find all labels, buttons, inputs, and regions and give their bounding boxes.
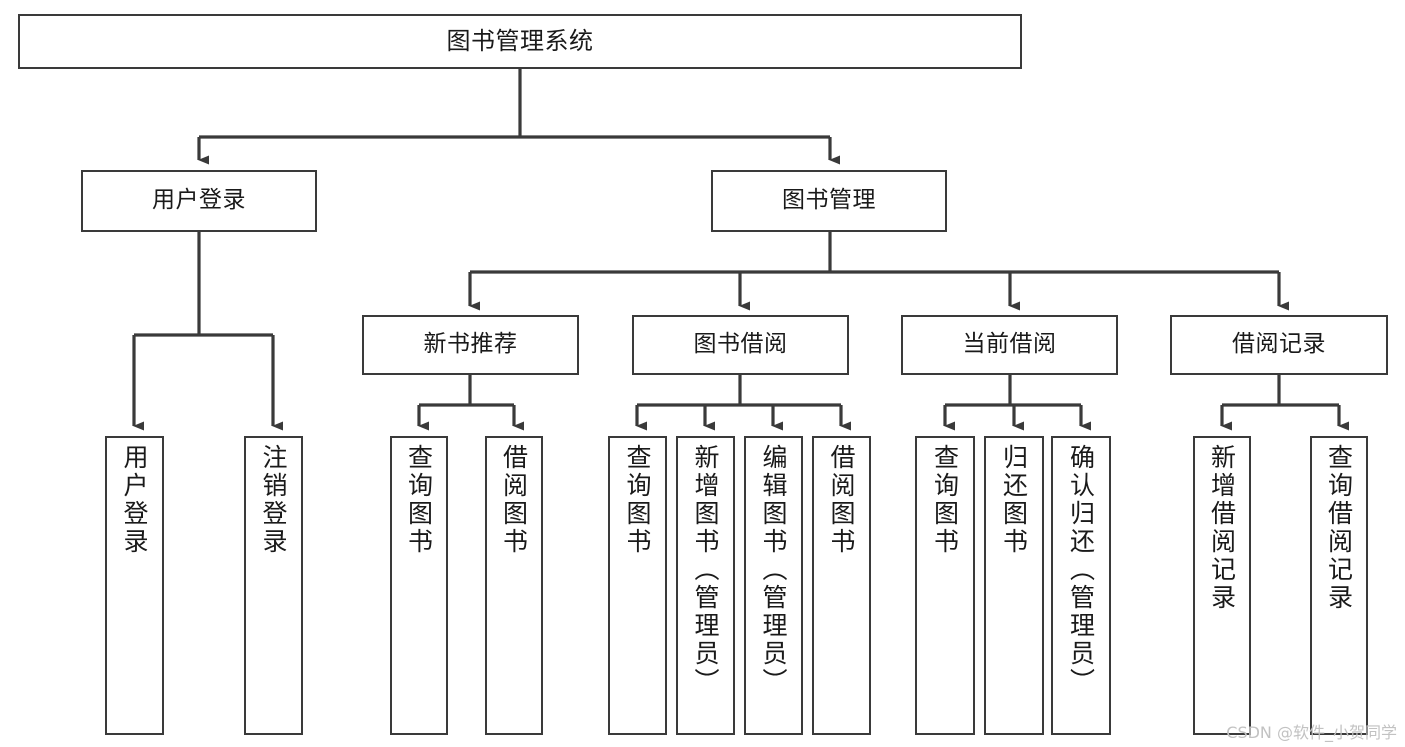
node-label: 确认归还（管理员） bbox=[1066, 444, 1096, 696]
node-label: 用户登录 bbox=[152, 187, 246, 214]
node-user-login[interactable]: 用户登录 bbox=[81, 170, 317, 232]
node-leaf-query-book-3[interactable]: 查询图书 bbox=[915, 436, 975, 735]
csdn-watermark: CSDN @软件_小贺同学 bbox=[1226, 723, 1397, 742]
node-leaf-query-record[interactable]: 查询借阅记录 bbox=[1310, 436, 1368, 735]
node-root-system[interactable]: 图书管理系统 bbox=[18, 14, 1022, 69]
node-label: 归还图书 bbox=[999, 444, 1029, 556]
node-leaf-return-book[interactable]: 归还图书 bbox=[984, 436, 1044, 735]
node-label: 用户登录 bbox=[120, 444, 149, 556]
node-label: 借阅图书 bbox=[827, 444, 856, 556]
node-borrow-record[interactable]: 借阅记录 bbox=[1170, 315, 1388, 375]
node-current-borrow[interactable]: 当前借阅 bbox=[901, 315, 1118, 375]
node-label: 借阅图书 bbox=[499, 444, 529, 556]
node-label: 查询图书 bbox=[930, 444, 960, 556]
node-label: 新增借阅记录 bbox=[1207, 444, 1237, 612]
node-label: 图书管理系统 bbox=[446, 27, 594, 56]
node-label: 当前借阅 bbox=[962, 331, 1057, 358]
node-label: 查询借阅记录 bbox=[1324, 444, 1354, 612]
node-leaf-logout[interactable]: 注销登录 bbox=[244, 436, 303, 735]
node-label: 查询图书 bbox=[623, 444, 652, 556]
node-label: 注销登录 bbox=[259, 444, 288, 556]
node-label: 新书推荐 bbox=[423, 331, 518, 358]
node-new-book-recommend[interactable]: 新书推荐 bbox=[362, 315, 579, 375]
node-leaf-add-record[interactable]: 新增借阅记录 bbox=[1193, 436, 1251, 735]
node-book-manage[interactable]: 图书管理 bbox=[711, 170, 947, 232]
node-leaf-borrow-book-1[interactable]: 借阅图书 bbox=[485, 436, 543, 735]
node-leaf-add-book[interactable]: 新增图书（管理员） bbox=[676, 436, 735, 735]
node-leaf-query-book-2[interactable]: 查询图书 bbox=[608, 436, 667, 735]
node-leaf-confirm-return[interactable]: 确认归还（管理员） bbox=[1051, 436, 1111, 735]
node-book-borrow[interactable]: 图书借阅 bbox=[632, 315, 849, 375]
node-leaf-user-login[interactable]: 用户登录 bbox=[105, 436, 164, 735]
node-label: 查询图书 bbox=[404, 444, 434, 556]
node-label: 图书借阅 bbox=[693, 331, 788, 358]
node-label: 新增图书（管理员） bbox=[691, 444, 720, 696]
node-leaf-edit-book[interactable]: 编辑图书（管理员） bbox=[744, 436, 803, 735]
node-leaf-borrow-book-2[interactable]: 借阅图书 bbox=[812, 436, 871, 735]
node-leaf-query-book-1[interactable]: 查询图书 bbox=[390, 436, 448, 735]
node-label: 编辑图书（管理员） bbox=[759, 444, 788, 696]
node-label: 借阅记录 bbox=[1232, 331, 1326, 358]
node-label: 图书管理 bbox=[782, 187, 876, 214]
